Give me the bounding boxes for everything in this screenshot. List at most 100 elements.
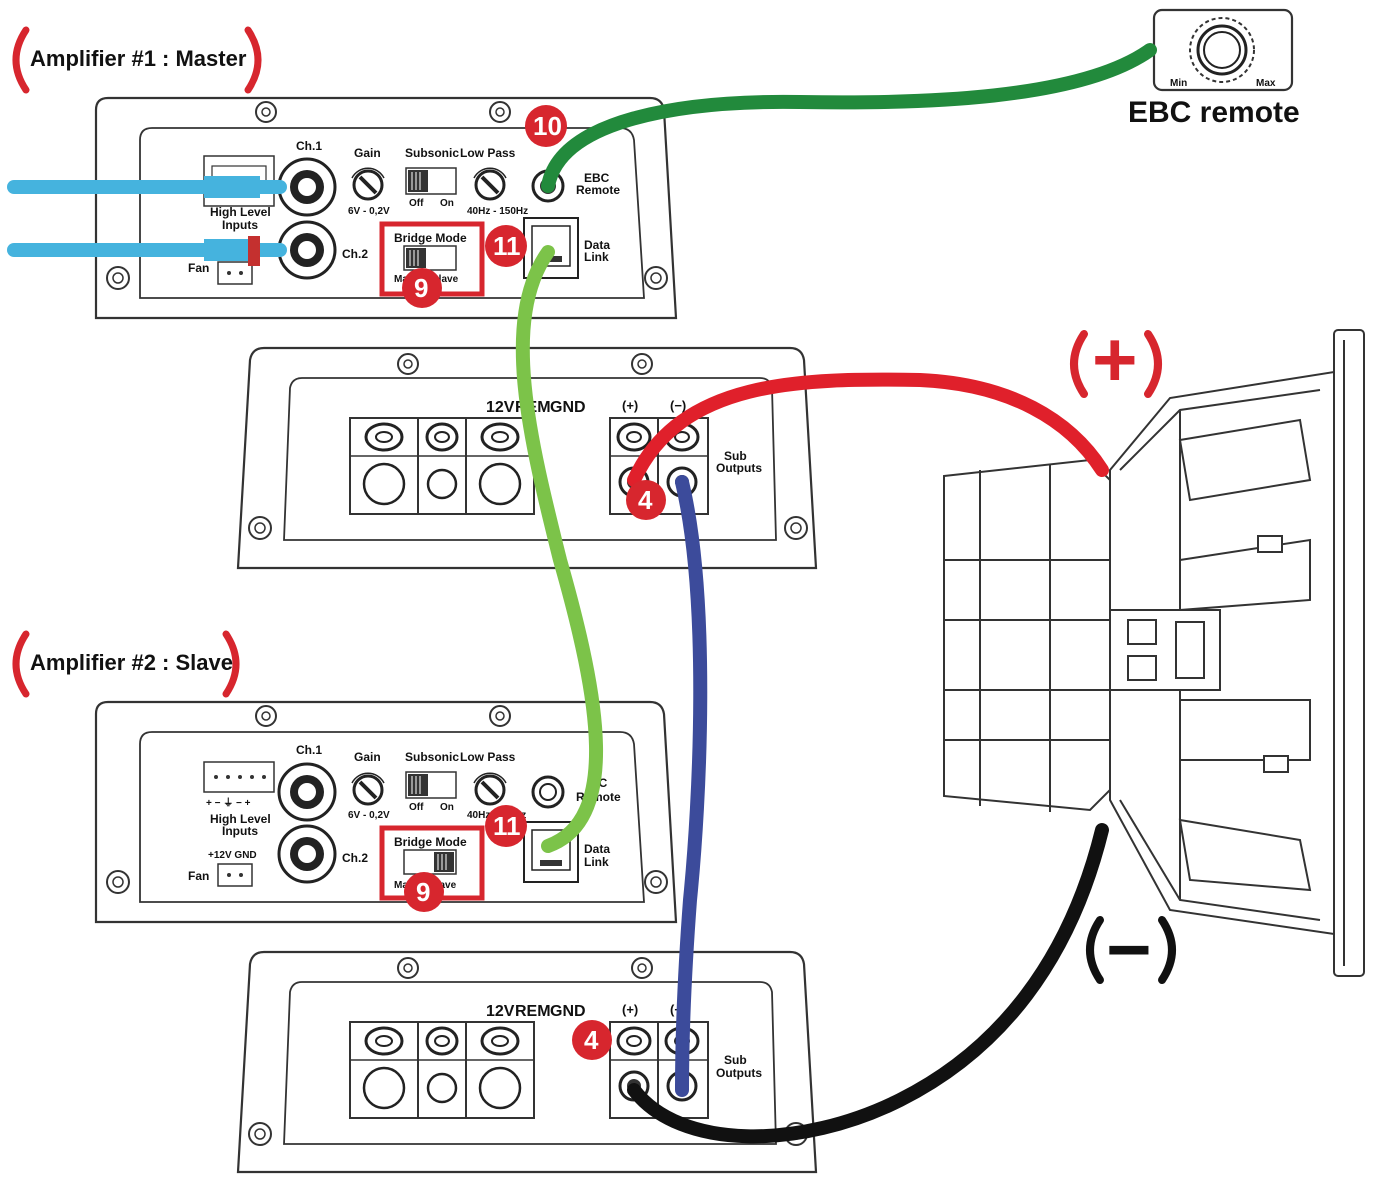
amp1-plus-label: (+) bbox=[622, 398, 638, 413]
amp1-high-level-label: High Level bbox=[210, 205, 271, 219]
amp2-input-marks: + − ⏚ − + bbox=[206, 797, 251, 809]
low-pass-knob bbox=[473, 167, 507, 201]
amp2-ch1-label: Ch.1 bbox=[296, 743, 322, 757]
amp1-ch1-label: Ch.1 bbox=[296, 139, 322, 153]
svg-text:−: − bbox=[1106, 905, 1152, 993]
svg-text:9: 9 bbox=[416, 877, 430, 907]
ebc-min-label: Min bbox=[1170, 78, 1187, 89]
badge-9-amp2: 9 bbox=[404, 872, 444, 912]
fan-connector bbox=[217, 261, 253, 285]
badge-10: 10 bbox=[525, 105, 567, 147]
amp1-remote-label: Remote bbox=[576, 183, 620, 197]
amp2-inputs-label: Inputs bbox=[222, 824, 258, 838]
amp1-fan-label: Fan bbox=[188, 261, 209, 275]
amp2-gain-label: Gain bbox=[354, 750, 381, 764]
amp2-on-label: On bbox=[440, 802, 454, 813]
amp2-freq-range-a: 40Hz - bbox=[467, 810, 496, 821]
amp2-speaker-terminals bbox=[609, 1021, 709, 1119]
amp2-title: Amplifier #2 : Slave bbox=[30, 650, 233, 675]
amp1-power-terminals bbox=[349, 417, 535, 515]
amp1-12v-label: 12V bbox=[486, 399, 515, 416]
amp2-data-label: Data bbox=[584, 842, 610, 856]
badge-9-amp1: 9 bbox=[402, 268, 442, 308]
wires bbox=[7, 43, 1157, 1144]
svg-text:4: 4 bbox=[584, 1025, 599, 1055]
amp1-link-label: Link bbox=[584, 250, 609, 264]
amp1-inputs-label: Inputs bbox=[222, 218, 258, 232]
ebc-remote: Min Max EBC remote bbox=[1128, 8, 1300, 129]
amp2-high-level-label: High Level bbox=[210, 812, 271, 826]
amp2-panel: Ch.1 Ch.2 Gain 6V - 0,2V Subsonic Low Pa… bbox=[94, 700, 678, 924]
badge-4-amp1: 4 bbox=[626, 480, 666, 520]
subwoofer-plus-label: + bbox=[1070, 315, 1162, 403]
amp2-power-terminals bbox=[349, 1021, 535, 1119]
amp2-off-label: Off bbox=[409, 802, 424, 813]
amp1-minus-label: (−) bbox=[670, 398, 686, 413]
amp1-outputs-label: Outputs bbox=[716, 461, 762, 475]
amp2-bridge-label: Bridge Mode bbox=[394, 835, 467, 849]
amp1-freq-range: 40Hz - 150Hz bbox=[467, 206, 528, 217]
gain-knob bbox=[351, 167, 385, 201]
positive-speaker-cable bbox=[627, 372, 1109, 487]
badges: 10 11 9 4 11 9 4 bbox=[402, 105, 666, 1060]
amp1-lowpass-label: Low Pass bbox=[460, 146, 516, 160]
svg-text:10: 10 bbox=[533, 111, 562, 141]
badge-11-amp2: 11 bbox=[485, 805, 527, 847]
subsonic-switch bbox=[405, 167, 457, 195]
amp1-ch2-label: Ch.2 bbox=[342, 247, 368, 261]
amp2-12v-label: 12V bbox=[486, 1003, 515, 1020]
amp2-12v-gnd-label: +12V GND bbox=[208, 850, 257, 861]
svg-text:11: 11 bbox=[493, 231, 521, 261]
amp1-gain-range: 6V - 0,2V bbox=[348, 206, 390, 217]
amp2-subsonic-label: Subsonic bbox=[405, 750, 459, 764]
amp2-gain-knob bbox=[351, 772, 385, 806]
amp1-on-label: On bbox=[440, 198, 454, 209]
amp2-slave-label: Slave bbox=[430, 880, 457, 891]
svg-text:4: 4 bbox=[638, 485, 653, 515]
amp1-sub-label: Sub bbox=[724, 449, 747, 463]
bridge-mode-switch bbox=[379, 221, 485, 297]
subwoofer-minus-label: − bbox=[1086, 905, 1176, 993]
amp2-rem-label: REM bbox=[515, 1003, 551, 1020]
amp2-subsonic-switch bbox=[405, 771, 457, 799]
bridge-cable bbox=[675, 475, 708, 1097]
amp2-sub-label: Sub bbox=[724, 1053, 747, 1067]
amp2-fan-label: Fan bbox=[188, 869, 209, 883]
svg-text:9: 9 bbox=[414, 273, 428, 303]
amp1-subsonic-label: Subsonic bbox=[405, 146, 459, 160]
amp2-rca-ch1 bbox=[277, 762, 337, 822]
data-link-cable bbox=[515, 245, 604, 853]
amp1-data-label: Data bbox=[584, 238, 610, 252]
amp2-ebc-remote-jack bbox=[531, 775, 565, 809]
amp2-remote-a: R bbox=[576, 790, 585, 804]
amp1-title: Amplifier #1 : Master bbox=[30, 46, 247, 71]
subwoofer bbox=[943, 329, 1365, 977]
amp1-master-label: Ma bbox=[394, 274, 408, 285]
svg-text:11: 11 bbox=[493, 811, 521, 841]
badge-11-amp1: 11 bbox=[485, 225, 527, 267]
amp2-gnd-label: GND bbox=[550, 1003, 586, 1020]
amp2-rca-ch2 bbox=[277, 824, 337, 884]
badge-4-amp2: 4 bbox=[572, 1020, 612, 1060]
amp2-low-pass-knob bbox=[473, 772, 507, 806]
amp2-outputs-label: Outputs bbox=[716, 1066, 762, 1080]
amp1-gnd-label: GND bbox=[550, 399, 586, 416]
amp2-plus-label: (+) bbox=[622, 1002, 638, 1017]
amp1-gain-label: Gain bbox=[354, 146, 381, 160]
svg-text:+: + bbox=[1092, 315, 1138, 403]
ebc-remote-cable bbox=[541, 43, 1157, 193]
amp1-ebc-label: EBC bbox=[584, 171, 610, 185]
amp1-slave-label: Slave bbox=[432, 274, 459, 285]
amp1-off-label: Off bbox=[409, 198, 424, 209]
amp1-bridge-label: Bridge Mode bbox=[394, 231, 467, 245]
rca-ch1 bbox=[277, 157, 337, 217]
amp2-link-label: Link bbox=[584, 855, 609, 869]
rca-ch2 bbox=[277, 220, 337, 280]
amp2-bridge-mode-switch bbox=[379, 825, 485, 901]
amp2-ch2-label: Ch.2 bbox=[342, 851, 368, 865]
amp2-master-label: Mas bbox=[394, 880, 414, 891]
amp2-gain-range: 6V - 0,2V bbox=[348, 810, 390, 821]
ebc-title: EBC remote bbox=[1128, 96, 1300, 129]
